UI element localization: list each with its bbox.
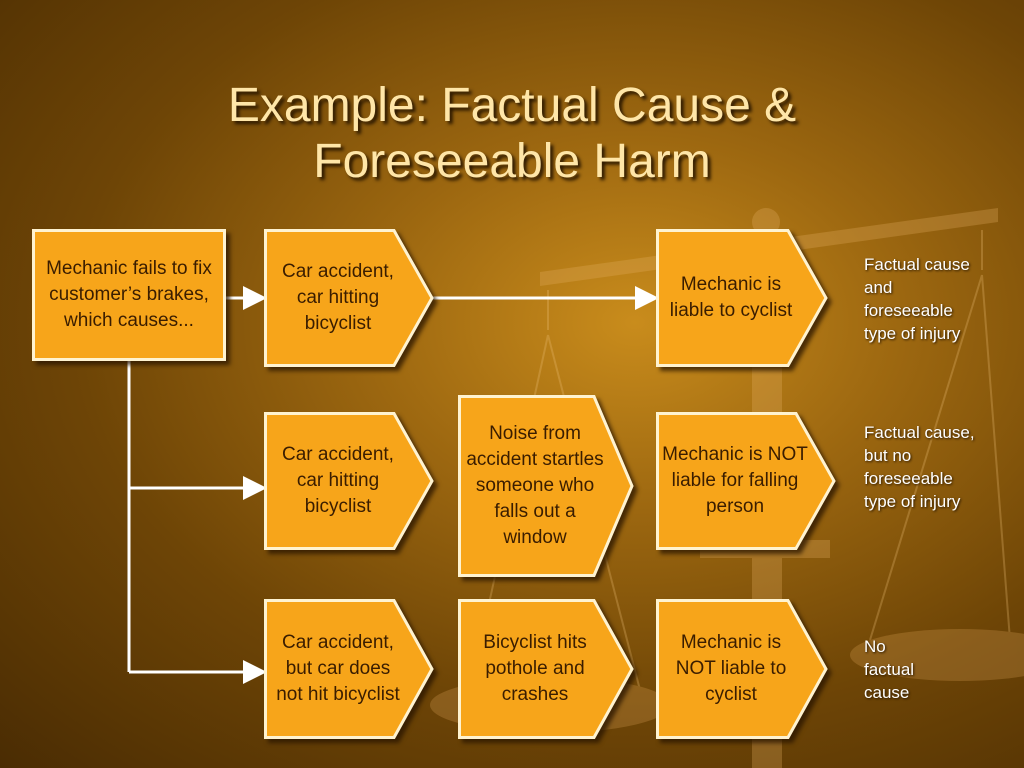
row1-accident-box: Car accident, car hitting bicyclist [264,229,434,367]
row2-accident-box: Car accident, car hitting bicyclist [264,412,434,550]
row2-result-box: Mechanic is NOT liable for falling perso… [656,412,836,550]
row1-caption: Factual cause and foreseeable type of in… [864,255,970,343]
row1-result-box: Mechanic is liable to cyclist [656,229,828,367]
mechanic-fails-box: Mechanic fails to fix customer’s brakes,… [32,229,226,361]
title-line-2: Foreseeable Harm [313,135,711,188]
row3-result-text: Mechanic is NOT liable to cyclist [675,632,787,705]
slide-title: Example: Factual Cause & Foreseeable Har… [112,78,912,190]
row3-pothole-text: Bicyclist hits pothole and crashes [483,632,587,705]
row2-accident-text: Car accident, car hitting bicyclist [282,444,394,517]
row3-accident-text: Car accident, but car does not hit bicyc… [276,632,400,705]
row3-pothole-box: Bicyclist hits pothole and crashes [458,599,634,739]
row2-caption: Factual cause, but no foreseeable type o… [864,423,975,511]
row1-result-text: Mechanic is liable to cyclist [669,274,793,321]
title-line-1: Example: Factual Cause & [227,79,797,132]
row2-result-text: Mechanic is NOT liable for falling perso… [662,444,808,517]
row1-accident-text: Car accident, car hitting bicyclist [282,261,394,334]
row3-caption: No factual cause [864,637,915,702]
row3-accident-box: Car accident, but car does not hit bicyc… [264,599,434,739]
row2-noise-box: Noise from accident startles someone who… [458,395,634,577]
mechanic-fails-text: Mechanic fails to fix customer’s brakes,… [46,258,212,331]
row2-noise-text: Noise from accident startles someone who… [466,423,604,548]
row3-result-box: Mechanic is NOT liable to cyclist [656,599,828,739]
